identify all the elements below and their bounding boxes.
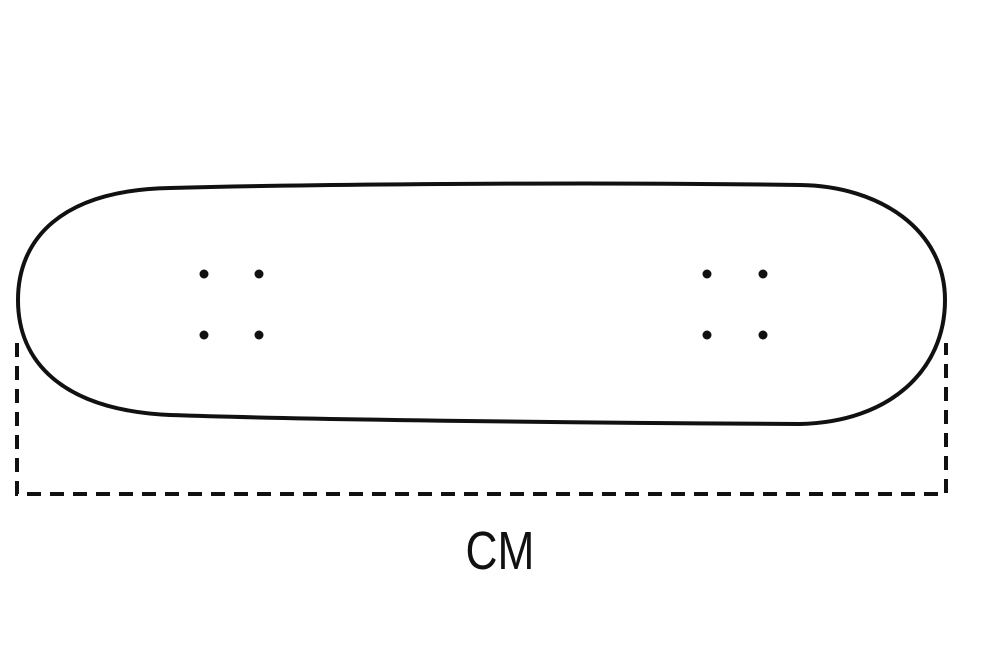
bolt-hole (758, 330, 768, 340)
length-dimension-bracket (15, 343, 948, 496)
front-truck-bolt-holes (199, 269, 264, 340)
bolt-hole (758, 269, 768, 279)
bolt-hole (254, 330, 264, 340)
dimension-unit-label: CM (465, 521, 535, 581)
bolt-hole (254, 269, 264, 279)
rear-truck-bolt-holes (702, 269, 768, 340)
bolt-hole (702, 330, 712, 340)
bolt-hole (702, 269, 712, 279)
bolt-hole (199, 269, 209, 279)
bolt-hole (199, 330, 209, 340)
skateboard-deck-outline (16, 181, 947, 426)
